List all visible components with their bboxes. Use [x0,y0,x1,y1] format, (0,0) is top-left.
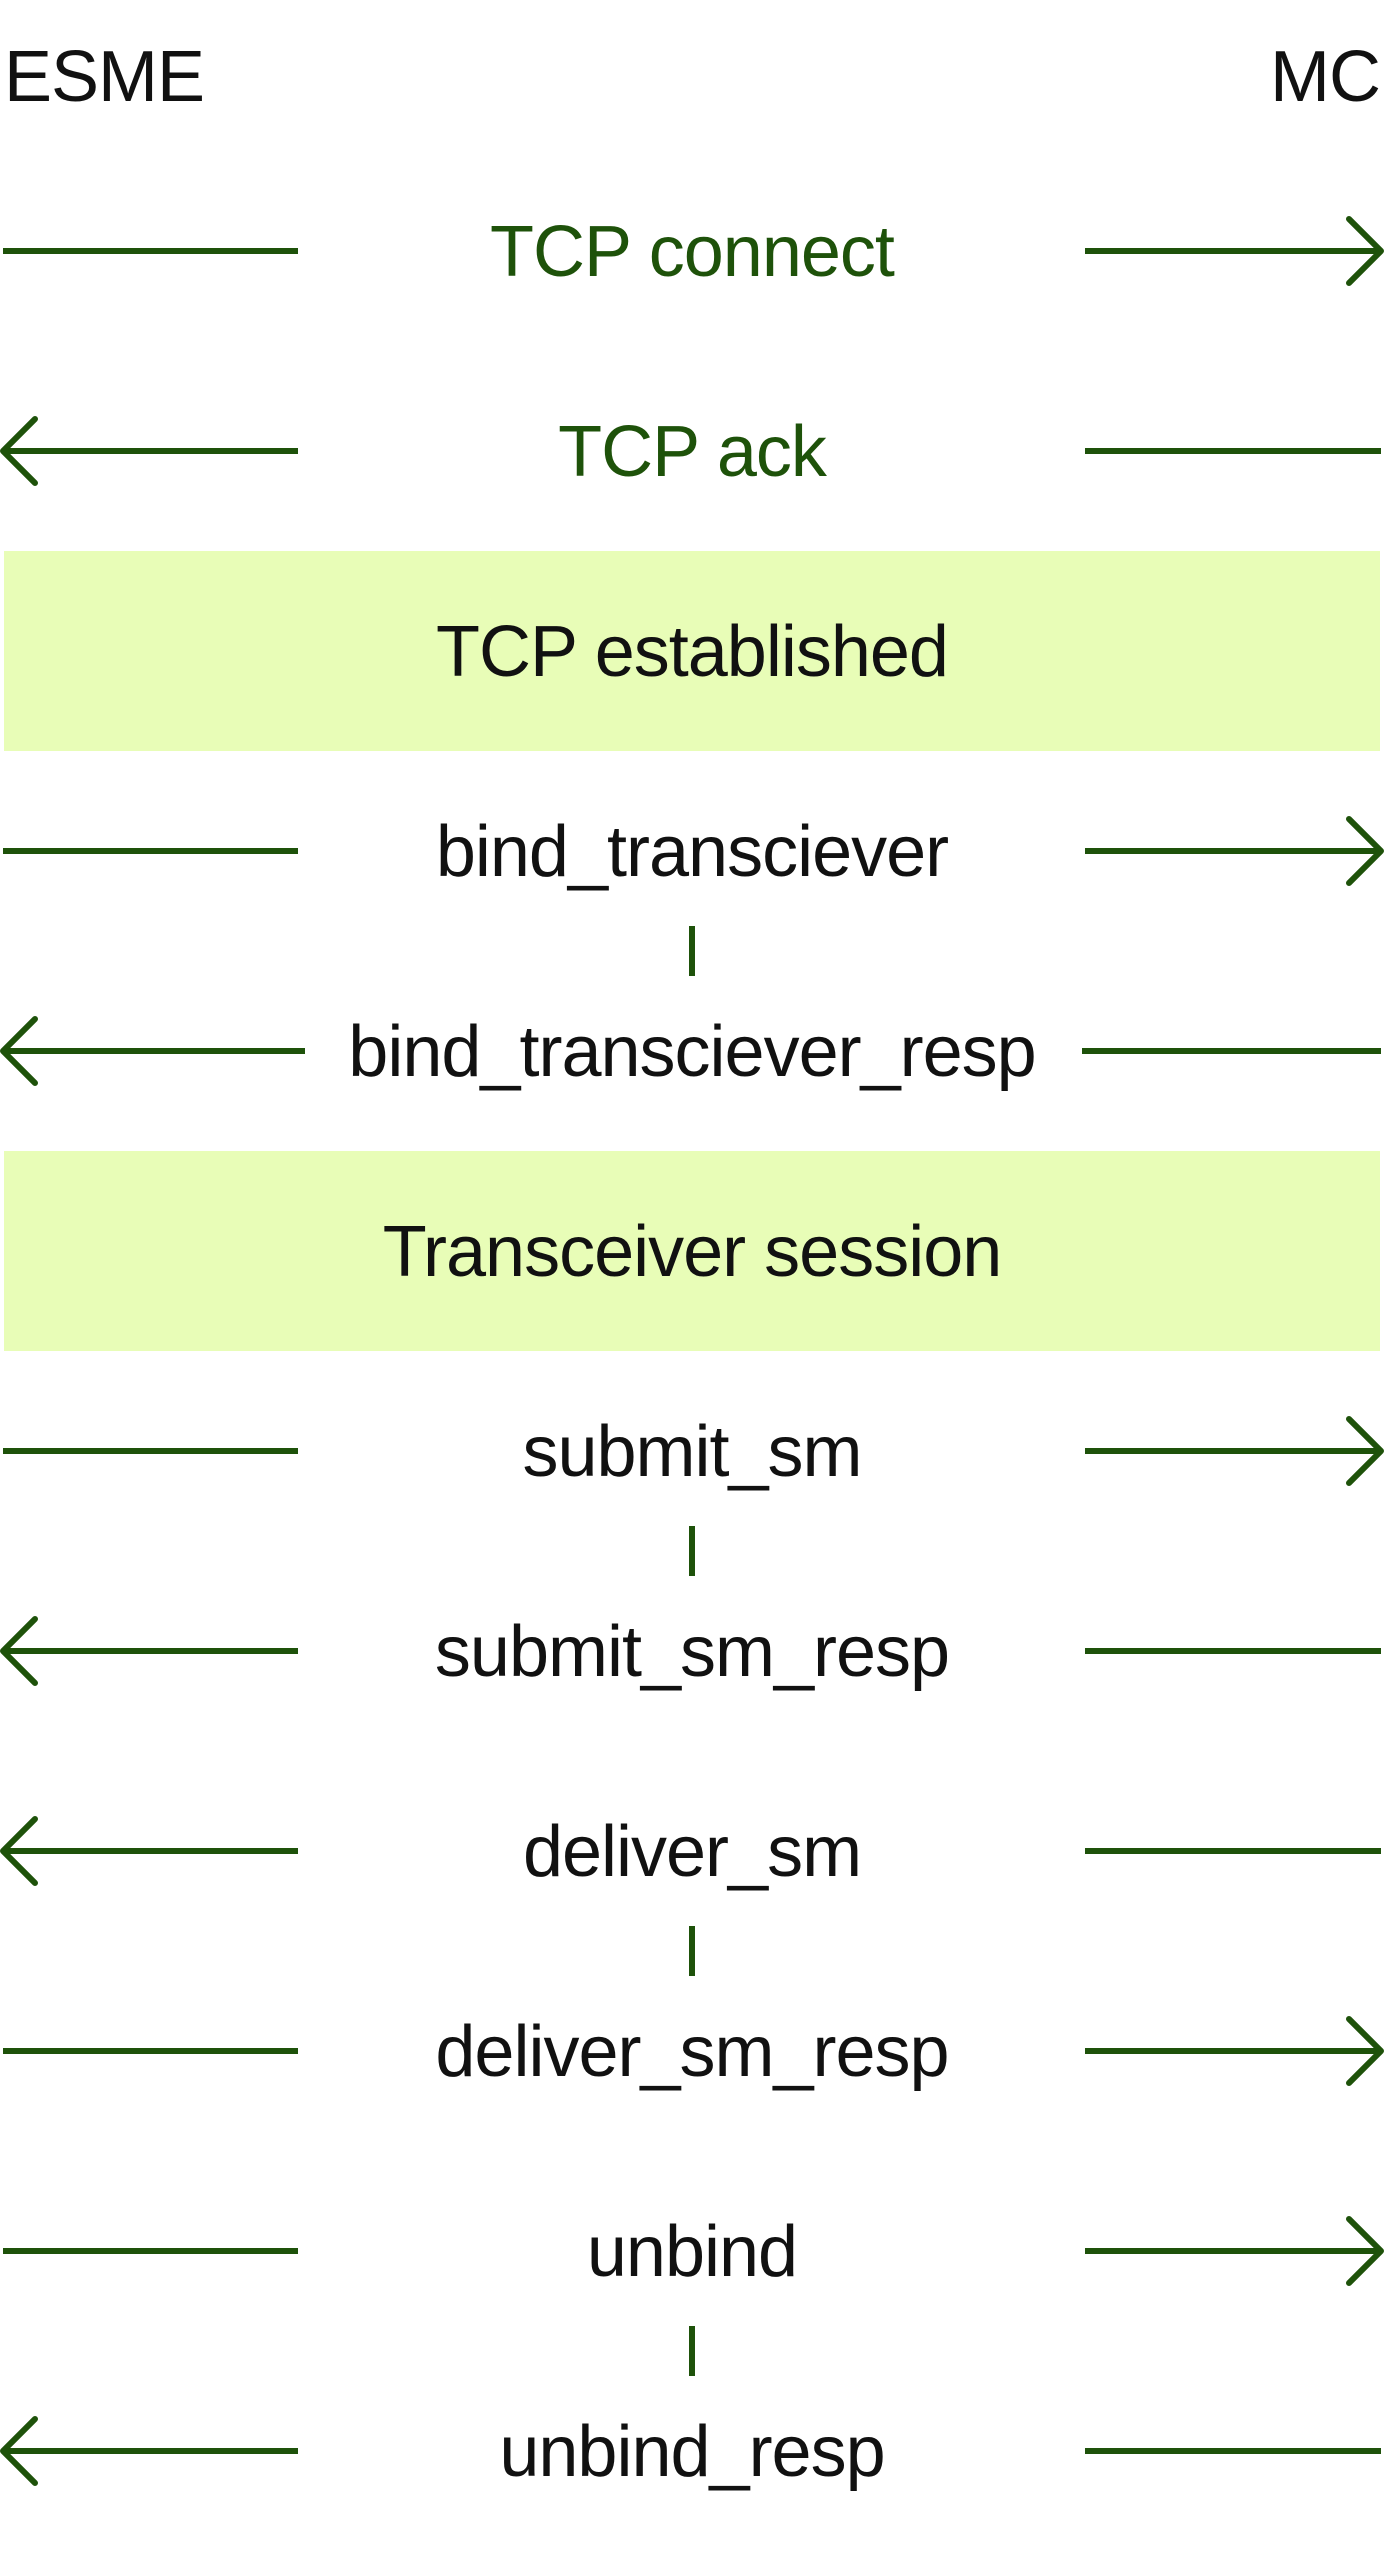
phase-band-label: Transceiver session [383,1212,1002,1292]
message-label: bind_transciever [436,812,948,892]
arrowhead-left-icon [0,1616,38,1686]
phase-band-label: TCP established [436,612,948,692]
arrowhead-right-icon [1346,216,1384,286]
message-label: deliver_sm [523,1812,861,1892]
phase-band [4,1151,1380,1351]
message-label: unbind_resp [499,2412,884,2492]
arrowhead-right-icon [1346,2216,1384,2286]
arrowhead-left-icon [0,1816,38,1886]
arrowhead-left-icon [0,416,38,486]
arrowhead-left-icon [0,2416,38,2486]
actor-esme: ESME [4,37,204,117]
arrowhead-left-icon [0,1016,38,1086]
arrowhead-right-icon [1346,816,1384,886]
message-label: bind_transciever_resp [348,1012,1035,1092]
arrowhead-right-icon [1346,2016,1384,2086]
phase-band [4,551,1380,751]
message-label: unbind [587,2212,797,2292]
message-label: submit_sm_resp [435,1612,949,1692]
message-label: TCP connect [490,212,895,292]
actor-mc: MC [1270,37,1380,117]
message-label: TCP ack [558,412,828,492]
message-label: deliver_sm_resp [435,2012,948,2092]
arrowhead-right-icon [1346,1416,1384,1486]
message-label: submit_sm [522,1412,861,1492]
